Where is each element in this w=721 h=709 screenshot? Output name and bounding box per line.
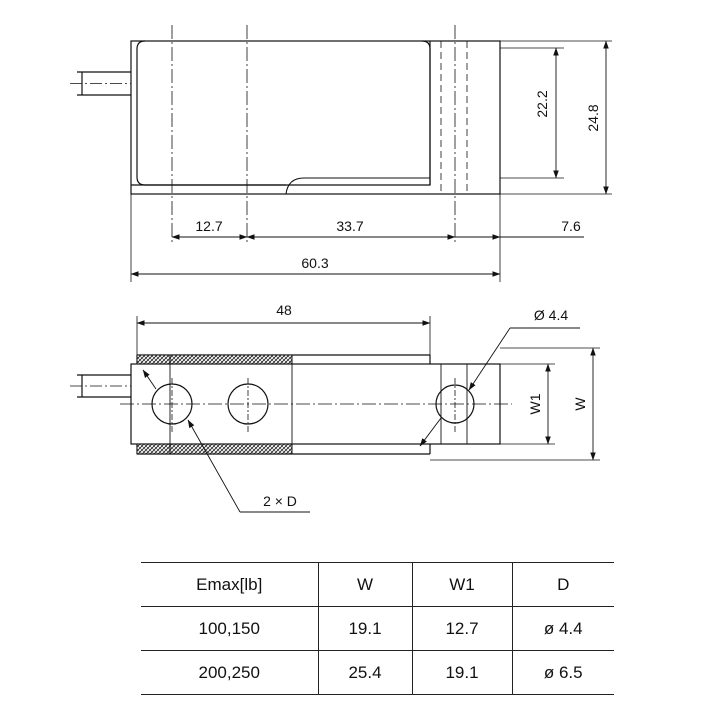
- dim-hole-dia: Ø 4.4: [534, 307, 568, 323]
- load-cell-body: [130, 40, 501, 195]
- cell-d: ø 4.4: [543, 618, 583, 638]
- spec-table: Emax[lb] W W1 D 100,150 19.1 12.7 ø 4.4 …: [141, 562, 614, 695]
- side-view-dimensions: [130, 40, 609, 277]
- header-w: W: [318, 562, 413, 607]
- cell-w1: 12.7: [412, 606, 513, 651]
- note-holes: 2 × D: [263, 493, 297, 509]
- cell-emax: 200,250: [141, 650, 319, 695]
- header-emax: Emax[lb]: [141, 562, 319, 607]
- dim-length-total: 60.3: [301, 255, 328, 271]
- top-view-labels: 48 Ø 4.4 W1 W 2 × D: [263, 302, 588, 509]
- dim-span: 48: [276, 302, 292, 318]
- cell-w: 25.4: [318, 650, 413, 695]
- top-view: [70, 316, 600, 461]
- cable: [70, 71, 131, 96]
- cell-w1: 19.1: [412, 650, 513, 695]
- top-view-dimensions: [136, 320, 596, 513]
- cable-top: [70, 374, 131, 398]
- dim-width-inner: W1: [527, 393, 543, 414]
- table-row: 200,250 25.4 19.1 ø 6.5: [141, 650, 614, 695]
- hatch-top: [136, 354, 293, 365]
- dim-offset-right: 7.6: [561, 218, 581, 234]
- dim-height-inner: 22.2: [534, 90, 550, 117]
- side-view-labels: 22.2 24.8 12.7 33.7 7.6 60.3: [195, 90, 601, 271]
- side-view: [70, 25, 612, 282]
- table-header-row: Emax[lb] W W1 D: [141, 562, 614, 607]
- dim-width-total: W: [572, 397, 588, 411]
- cell-emax: 100,150: [141, 606, 319, 651]
- technical-drawing: 22.2 24.8 12.7 33.7 7.6 60.3: [70, 25, 612, 513]
- recess-outline: [136, 40, 431, 186]
- hatch-bottom: [136, 443, 293, 455]
- header-w1: W1: [412, 562, 513, 607]
- cell-d: ø 6.5: [543, 662, 583, 682]
- cell-w: 19.1: [318, 606, 413, 651]
- header-d: D: [557, 574, 570, 594]
- dim-offset-left: 12.7: [195, 218, 222, 234]
- table-row: 100,150 19.1 12.7 ø 4.4: [141, 606, 614, 651]
- dim-hole-spacing: 33.7: [336, 218, 363, 234]
- dim-height-total: 24.8: [585, 104, 601, 131]
